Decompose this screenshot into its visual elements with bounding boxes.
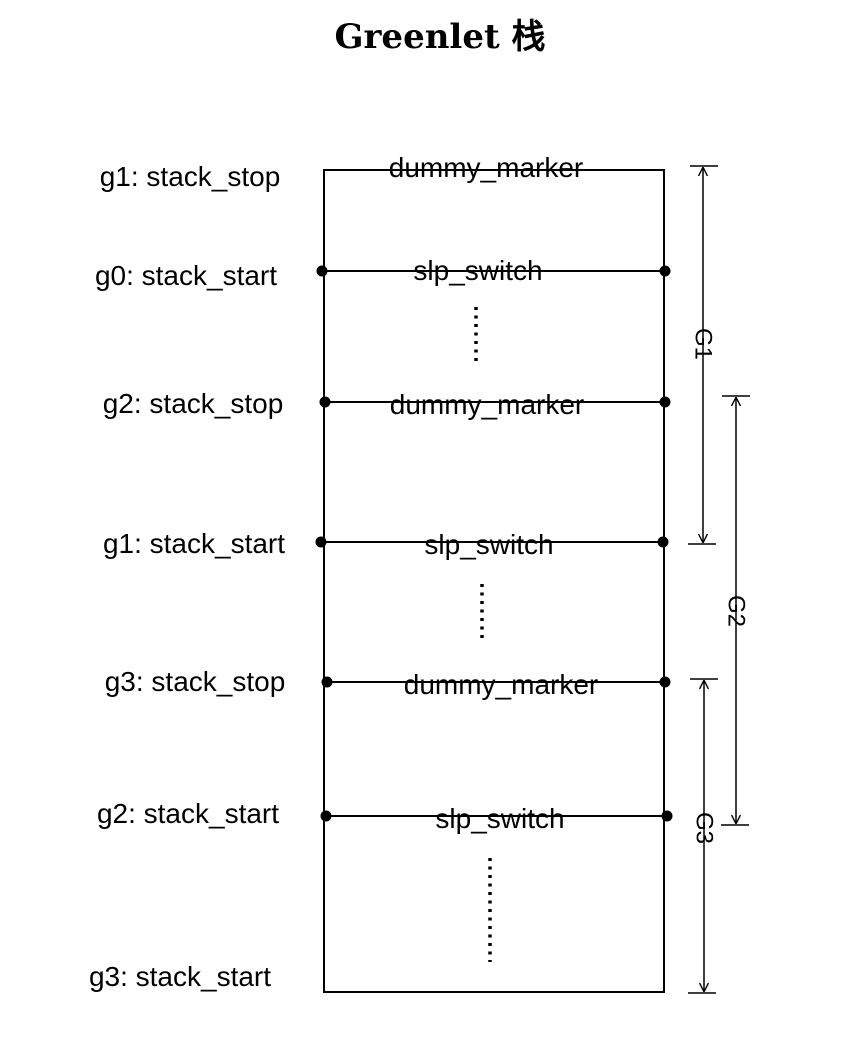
side-label: g3: stack_start xyxy=(89,961,271,992)
row-label: dummy_marker xyxy=(390,389,584,420)
endpoint-dot xyxy=(315,536,327,548)
span-label-g1: G1 xyxy=(690,328,717,360)
row-label: dummy_marker xyxy=(389,152,583,183)
side-label: g0: stack_start xyxy=(95,260,277,291)
endpoint-dot xyxy=(659,396,671,408)
side-label: g3: stack_stop xyxy=(105,666,286,697)
endpoint-dot xyxy=(657,536,669,548)
row-label: slp_switch xyxy=(413,255,542,286)
span-label-g3: G3 xyxy=(691,812,718,844)
endpoint-dot xyxy=(661,810,673,822)
endpoint-dot xyxy=(321,676,333,688)
endpoint-dot xyxy=(659,676,671,688)
diagram-title: Greenlet 栈 xyxy=(334,17,545,57)
side-label: g1: stack_stop xyxy=(100,161,281,192)
side-label: g1: stack_start xyxy=(103,528,285,559)
endpoint-dot xyxy=(316,265,328,277)
side-label: g2: stack_stop xyxy=(103,388,284,419)
side-label: g2: stack_start xyxy=(97,798,279,829)
endpoint-dot xyxy=(659,265,671,277)
endpoint-dot xyxy=(320,810,332,822)
row-label: slp_switch xyxy=(435,803,564,834)
stack-box xyxy=(323,169,665,993)
row-label: dummy_marker xyxy=(404,669,598,700)
row-label: slp_switch xyxy=(424,529,553,560)
span-label-g2: G2 xyxy=(723,595,750,627)
endpoint-dot xyxy=(319,396,331,408)
